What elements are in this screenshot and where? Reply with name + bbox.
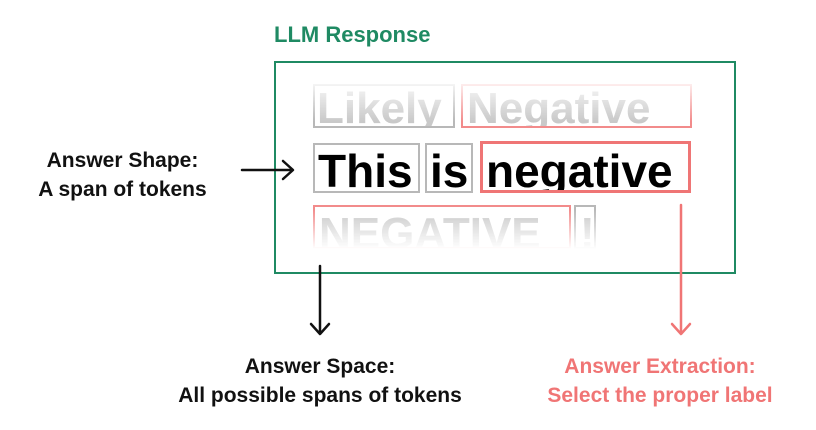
answer-shape-desc: A span of tokens xyxy=(38,178,207,201)
shape-arrow xyxy=(240,159,295,181)
answer-extraction-desc: Select the proper label xyxy=(547,384,773,407)
token-is: is xyxy=(425,143,473,193)
llm-response-frame xyxy=(274,61,736,274)
answer-shape-label: Answer Shape: A span of tokens xyxy=(10,146,235,204)
token-this: This xyxy=(313,143,420,193)
space-arrow xyxy=(309,264,331,336)
extraction-arrow xyxy=(670,203,692,336)
token-negative-caps: NEGATIVE xyxy=(313,205,571,249)
diagram-title: LLM Response xyxy=(274,22,431,47)
token-negative-title: Negative xyxy=(461,84,692,128)
token-likely: Likely xyxy=(313,84,455,128)
answer-space-label: Answer Space: All possible spans of toke… xyxy=(135,352,505,410)
token-negative-selected: negative xyxy=(480,141,691,193)
answer-space-desc: All possible spans of tokens xyxy=(178,384,462,407)
answer-space-title: Answer Space: xyxy=(244,355,396,378)
answer-extraction-label: Answer Extraction: Select the proper lab… xyxy=(510,352,810,410)
answer-shape-title: Answer Shape: xyxy=(46,149,199,172)
answer-extraction-title: Answer Extraction: xyxy=(564,355,756,378)
token-exclamation: ! xyxy=(574,205,596,249)
